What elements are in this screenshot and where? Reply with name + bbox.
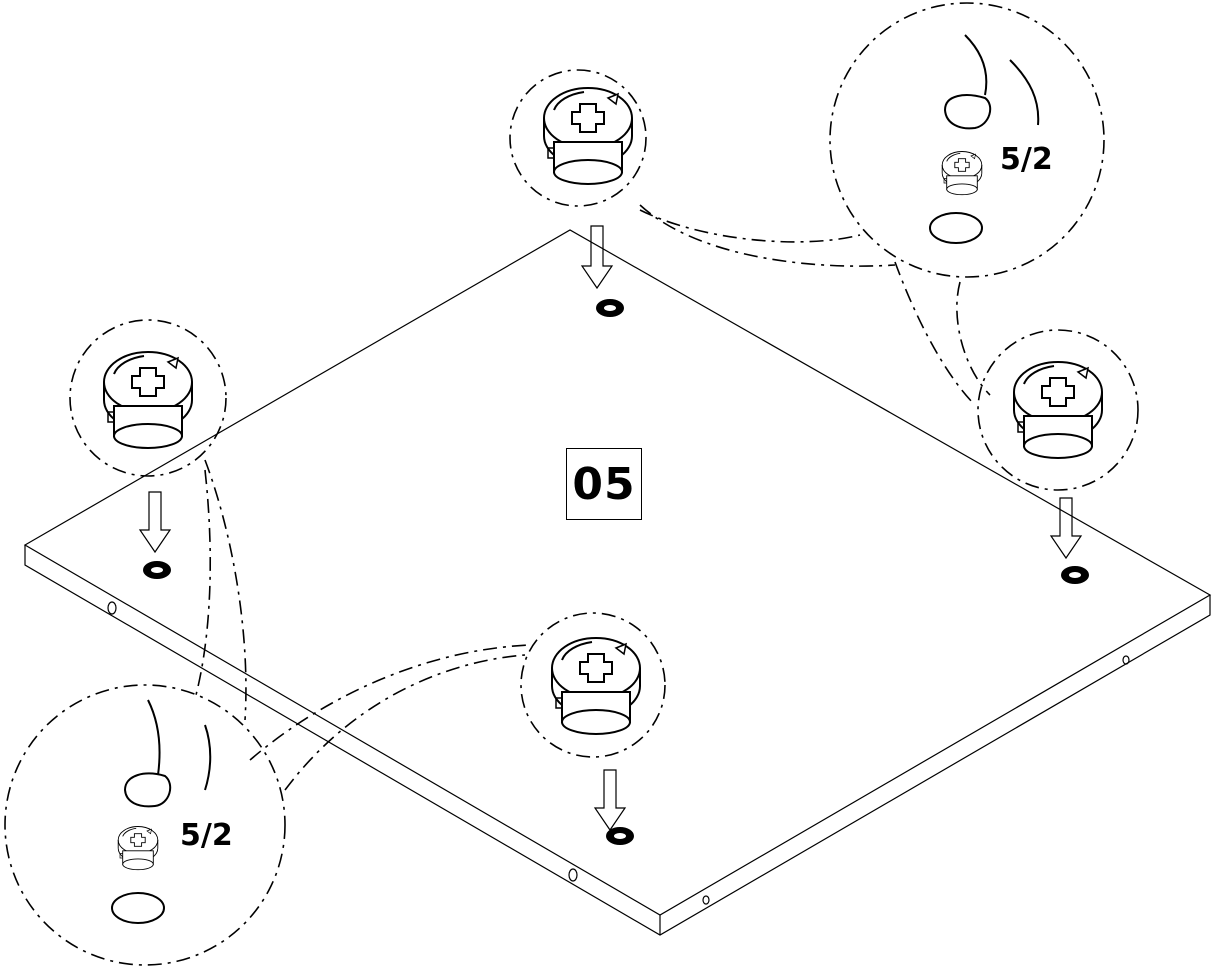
camlock-right — [1013, 361, 1103, 459]
quantity-label-top-right: 5/2 — [1000, 142, 1053, 177]
board-holes — [143, 299, 1089, 845]
callout-circles — [4, 2, 1139, 966]
step-number: 05 — [566, 448, 642, 520]
insert-arrows — [138, 225, 1083, 832]
board-panel — [23, 229, 1212, 936]
hole-top — [596, 299, 624, 317]
hand-press-top-right — [929, 34, 1040, 244]
hole-right — [1061, 566, 1089, 584]
quantity-label-bottom-left: 5/2 — [180, 818, 233, 853]
hand-press-bottom-left — [111, 699, 212, 924]
camlock-top — [543, 87, 633, 185]
hole-left — [143, 561, 171, 579]
camlock-left — [103, 351, 193, 449]
camlock-bottom — [551, 637, 641, 735]
hole-bottom — [606, 827, 634, 845]
callout-connectors — [195, 204, 991, 791]
